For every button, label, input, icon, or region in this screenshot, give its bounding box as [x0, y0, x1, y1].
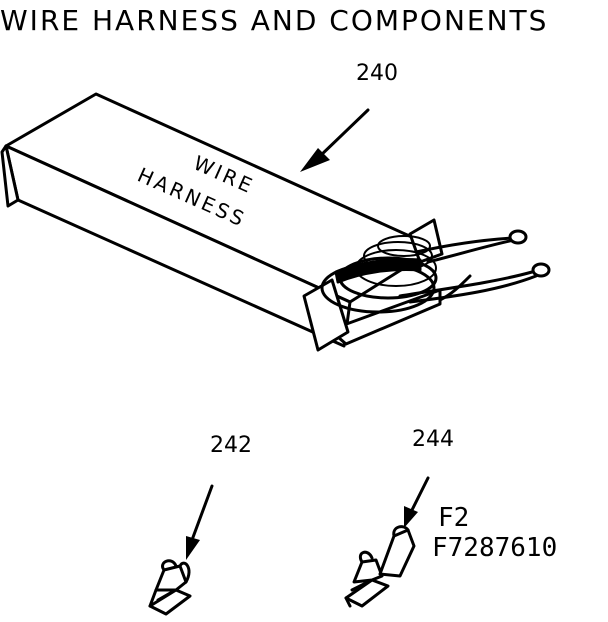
arrow-240 — [300, 108, 370, 172]
arrow-244 — [404, 476, 430, 528]
callout-244: 244 — [412, 427, 454, 452]
diagram-title: WIRE HARNESS AND COMPONENTS — [0, 4, 548, 37]
terminal-244 — [344, 525, 416, 608]
callout-242: 242 — [210, 433, 252, 458]
wire-harness-box: WIRE HARNESS — [0, 92, 551, 352]
code-line-2: F7287610 — [432, 533, 557, 563]
arrow-242 — [186, 484, 214, 560]
code-line-1: F2 — [438, 503, 469, 533]
callout-240: 240 — [356, 61, 398, 86]
terminal-242 — [148, 559, 192, 616]
